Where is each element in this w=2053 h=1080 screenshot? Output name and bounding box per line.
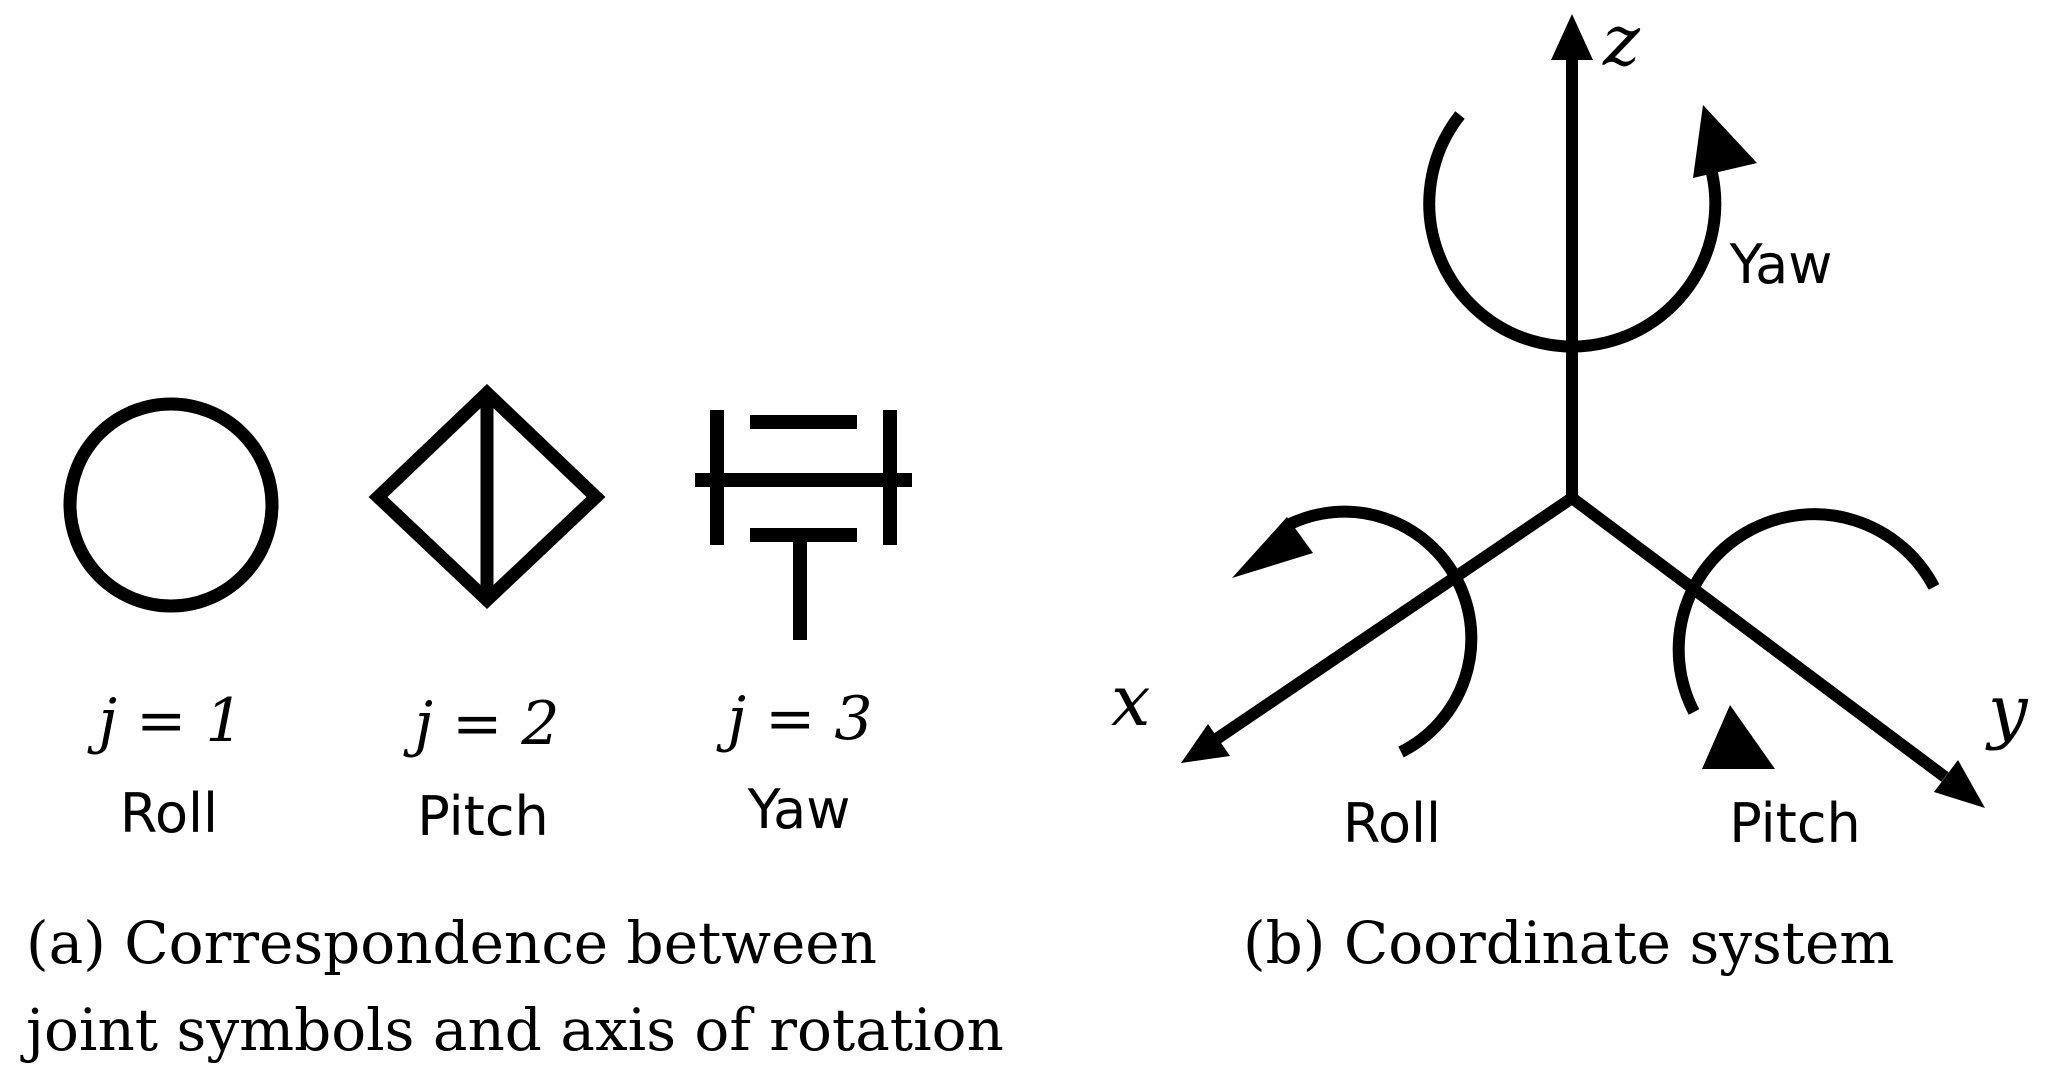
panel-a: j = 1 j = 2 j = 3 Roll Pitch Yaw (a) Cor… <box>20 384 1004 1064</box>
yaw-rotation-arrow-icon <box>1423 105 1757 353</box>
roll-rotation-arrow-icon <box>1232 505 1478 758</box>
z-axis-label: z <box>1602 0 1641 82</box>
pitch-rotation-label: Pitch <box>1729 792 1860 855</box>
joint-label-yaw: Yaw <box>747 778 851 841</box>
roll-rotation-label: Roll <box>1343 792 1441 855</box>
caption-a-line-2: joint symbols and axis of rotation <box>20 996 1004 1064</box>
pitch-rotation-arrow-icon <box>1672 508 1940 769</box>
caption-b: (b) Coordinate system <box>1243 909 1894 977</box>
caption-a-line-1: (a) Correspondence between <box>26 909 877 977</box>
y-axis-arrow <box>1568 493 1985 808</box>
y-axis-label: y <box>1985 670 2029 752</box>
panel-b: z x y Yaw Roll Pitch (b) Coordinate syst… <box>1111 0 2029 977</box>
joint-label-roll: Roll <box>120 782 218 845</box>
yaw-joint-symbol-icon <box>695 410 912 640</box>
joint-index-2: j = 2 <box>403 689 559 759</box>
joint-label-pitch: Pitch <box>417 785 548 848</box>
joint-index-1: j = 1 <box>87 686 243 756</box>
roll-joint-symbol-icon <box>63 397 279 613</box>
x-axis-label: x <box>1111 660 1150 742</box>
pitch-joint-symbol-icon <box>368 384 606 609</box>
joint-index-3: j = 3 <box>716 684 872 754</box>
z-axis-arrow <box>1551 14 1593 498</box>
yaw-rotation-label: Yaw <box>1729 233 1833 296</box>
x-axis-arrow <box>1181 493 1576 763</box>
